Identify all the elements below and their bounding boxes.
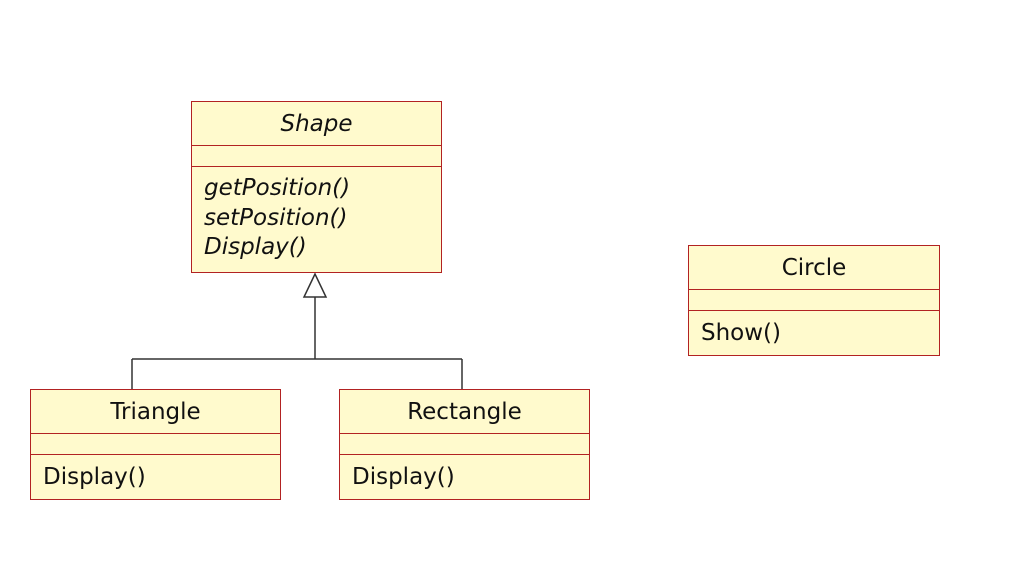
attributes-compartment [689, 290, 939, 311]
operations-compartment: Display() [31, 455, 280, 493]
operation: setPosition() [204, 204, 348, 231]
class-name: Circle [689, 246, 939, 290]
operation: Display() [352, 464, 455, 490]
operations-compartment: Show() [689, 311, 939, 349]
class-name: Shape [192, 102, 441, 146]
class-name: Rectangle [340, 390, 589, 434]
operation: Display() [204, 234, 307, 260]
class-rectangle[interactable]: Rectangle Display() [339, 389, 590, 500]
class-shape[interactable]: Shape getPosition() setPosition() Displa… [191, 101, 442, 273]
attributes-compartment [192, 146, 441, 167]
generalization-arrowhead-icon [302, 272, 328, 298]
class-circle[interactable]: Circle Show() [688, 245, 940, 356]
operations-compartment: getPosition() setPosition() Display() [192, 167, 441, 263]
operations-compartment: Display() [340, 455, 589, 493]
operation: Show() [701, 320, 782, 346]
class-name: Triangle [31, 390, 280, 434]
attributes-compartment [31, 434, 280, 455]
attributes-compartment [340, 434, 589, 455]
class-triangle[interactable]: Triangle Display() [30, 389, 281, 500]
operation: Display() [43, 464, 146, 490]
operation: getPosition() [204, 175, 351, 201]
